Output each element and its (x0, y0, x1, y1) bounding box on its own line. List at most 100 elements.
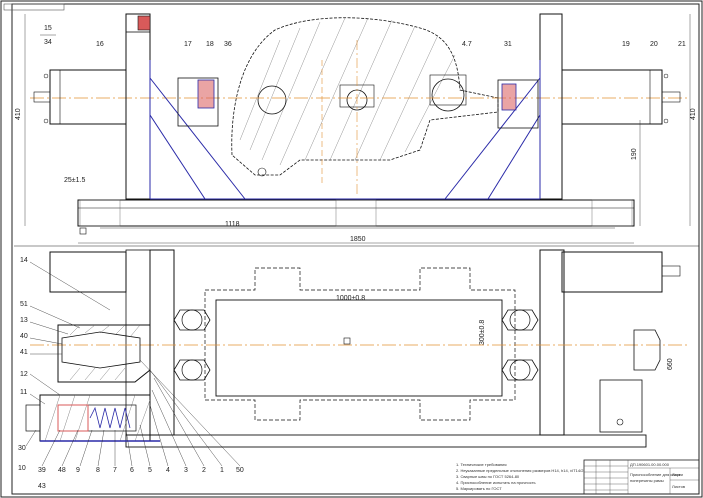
right-column-plan (539, 249, 565, 436)
callout-8: 8 (96, 467, 100, 474)
left-support-plan (125, 249, 151, 436)
callout-34: 34 (44, 39, 52, 46)
top-dimension-lines (24, 14, 691, 244)
left-cylinder (49, 69, 127, 125)
detail-bore (61, 331, 141, 369)
gearbox-plan-outline (204, 267, 516, 421)
callout-50: 50 (236, 467, 244, 474)
weld-frame (149, 60, 541, 200)
dim-top-pos: 25±1.5 (64, 177, 85, 184)
callout-4: 4 (166, 467, 170, 474)
left-cylinder-plan (49, 251, 127, 293)
callout-41: 41 (20, 349, 28, 356)
detail-body (57, 324, 151, 383)
hex-nuts (173, 309, 539, 381)
dim-bottom-right: 660 (667, 358, 674, 370)
callout-19: 19 (622, 41, 630, 48)
piston (57, 404, 89, 432)
callout-21: 21 (678, 41, 686, 48)
right-column (539, 13, 563, 200)
right-clamp-pad (501, 83, 517, 111)
center-marker (343, 337, 351, 345)
dim-top-span-overall: 1850 (350, 236, 366, 243)
callout-12: 12 (20, 371, 28, 378)
right-lug (429, 74, 467, 106)
left-boss (257, 85, 287, 115)
right-cylinder (561, 69, 663, 125)
dim-top-height-left: 410 (15, 108, 22, 120)
callout-17: 17 (184, 41, 192, 48)
right-boss (431, 78, 465, 112)
callout-30: 30 (18, 445, 26, 452)
callout-5: 5 (148, 467, 152, 474)
dim-top-height-mid: 190 (631, 148, 638, 160)
note-5: 5. Маркировать по ГОСТ (456, 486, 502, 491)
left-clamp (177, 77, 219, 127)
callout-1: 1 (220, 467, 224, 474)
title-name-1: Приспособление для сварки (630, 472, 683, 477)
left-clamp-block (137, 15, 151, 31)
callout-15: 15 (44, 25, 52, 32)
callout-13: 13 (20, 317, 28, 324)
datum-marker (79, 227, 87, 235)
title-doc-number: ДП.190601.00.00.000 (630, 462, 670, 467)
callout-2: 2 (202, 467, 206, 474)
bolt-head (43, 73, 49, 79)
callout-40: 40 (20, 333, 28, 340)
base-rail-plan (125, 434, 647, 448)
callout-10: 10 (18, 465, 26, 472)
callout-43: 43 (38, 483, 46, 490)
drive-unit (633, 329, 661, 371)
note-3: 3. Сварные швы по ГОСТ 5264-80 (456, 474, 520, 479)
housing-outline (231, 17, 499, 176)
callout-11: 11 (20, 389, 27, 396)
callout-48: 48 (58, 467, 66, 474)
callout-36: 36 (224, 41, 232, 48)
top-callouts: 15 34 16 17 18 36 4.7 31 19 20 21 (40, 25, 686, 48)
note-1: 1. Технические требования (456, 462, 507, 467)
dim-bottom-inner: 1000±0.8 (336, 295, 365, 302)
foot-hole (616, 418, 624, 426)
callout-18: 18 (206, 41, 214, 48)
note-2: 2. Неуказанные предельные отклонения раз… (456, 468, 584, 473)
title-sheet: Лист (672, 472, 681, 477)
front-view (30, 13, 690, 235)
right-clamp (497, 79, 539, 129)
beam-blank (215, 299, 503, 397)
plan-view (14, 245, 699, 448)
title-block: ДП.190601.00.00.000 Приспособление для с… (583, 459, 700, 495)
right-cylinder-plan-bolt (661, 265, 681, 277)
callout-31: 31 (504, 41, 512, 48)
bolt-head (43, 118, 49, 124)
callout-39: 39 (38, 467, 46, 474)
callout-3: 3 (184, 467, 188, 474)
callout-4-7: 4.7 (462, 41, 472, 48)
title-block-frame (583, 459, 700, 495)
dim-top-height-right: 410 (690, 108, 697, 120)
dim-bottom-side: 300±0.8 (479, 320, 486, 345)
right-cylinder-bolt (661, 91, 681, 103)
technical-notes: 1. Технические требования 2. Неуказанные… (456, 462, 584, 491)
leaders (25, 261, 241, 467)
bottom-callouts: 14 51 13 40 41 12 11 30 39 48 43 10 9 8 … (18, 257, 244, 490)
left-cylinder-bolt (33, 91, 51, 103)
title-sheets: Листов (672, 484, 685, 489)
base-hatch (79, 199, 633, 227)
section-detail (25, 324, 160, 442)
title-block-grid (584, 460, 699, 494)
cylinder-section (39, 394, 151, 442)
title-name-2: поперечины рамы (630, 478, 664, 483)
left-column (125, 13, 151, 200)
right-foot (599, 379, 643, 433)
spring (89, 406, 131, 429)
dim-top-span-inner: 1118 (225, 221, 240, 228)
left-clamp-pad (197, 79, 215, 109)
note-4: 4. Приспособление испытать на прочность (456, 480, 536, 485)
drawing-frame (11, 3, 700, 495)
right-cylinder-plan (561, 251, 663, 293)
callout-20: 20 (650, 41, 658, 48)
bolt-head (663, 73, 669, 79)
